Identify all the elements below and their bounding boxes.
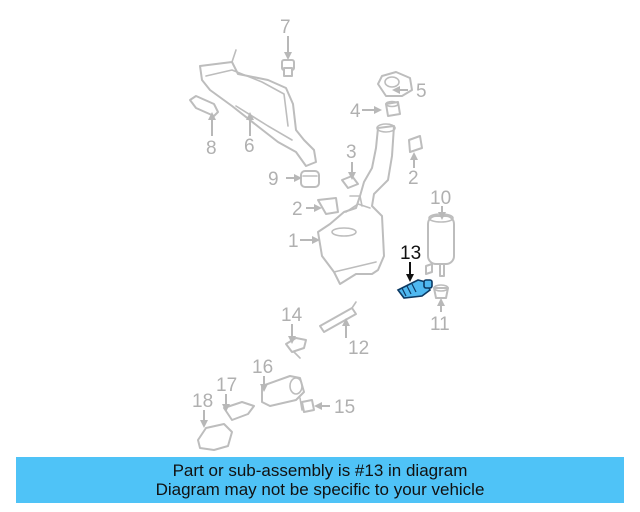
part-18-cover[interactable] bbox=[197, 423, 233, 451]
label-2-lower: 2 bbox=[292, 199, 303, 220]
info-banner: Part or sub-assembly is #13 in diagram D… bbox=[16, 457, 624, 503]
part-14-connector[interactable] bbox=[285, 337, 307, 359]
part-5-cap[interactable] bbox=[377, 71, 413, 97]
part-6-bracket[interactable] bbox=[199, 49, 317, 167]
part-2-clip-upper[interactable] bbox=[408, 135, 423, 153]
part-12-hose[interactable] bbox=[319, 301, 357, 333]
part-10-pump[interactable] bbox=[425, 213, 455, 277]
part-9-grommet[interactable] bbox=[300, 170, 320, 188]
label-13: 13 bbox=[400, 243, 421, 264]
label-2-upper: 2 bbox=[408, 168, 419, 189]
label-18: 18 bbox=[192, 391, 213, 412]
part-15-hose[interactable] bbox=[301, 399, 315, 413]
label-7: 7 bbox=[280, 17, 291, 38]
part-4-seal[interactable] bbox=[385, 100, 401, 117]
part-8-clip[interactable] bbox=[189, 95, 219, 117]
part-1-reservoir[interactable] bbox=[317, 123, 396, 285]
label-4: 4 bbox=[350, 101, 361, 122]
part-17-connector[interactable] bbox=[223, 401, 255, 421]
label-11: 11 bbox=[430, 314, 450, 335]
label-5: 5 bbox=[416, 81, 427, 102]
label-14: 14 bbox=[281, 305, 303, 326]
label-1: 1 bbox=[288, 231, 299, 252]
part-11-grommet[interactable] bbox=[433, 284, 449, 299]
label-15: 15 bbox=[334, 397, 355, 418]
part-labels: 7 5 4 6 8 3 2 9 10 2 1 13 14 11 12 16 17… bbox=[192, 17, 451, 418]
label-12: 12 bbox=[348, 338, 369, 359]
banner-line-1: Part or sub-assembly is #13 in diagram bbox=[172, 461, 468, 480]
label-3: 3 bbox=[346, 142, 357, 163]
banner-line-2: Diagram may not be specific to your vehi… bbox=[155, 480, 485, 499]
part-13-nozzle-highlighted[interactable] bbox=[396, 279, 433, 299]
part-3-clip[interactable] bbox=[341, 175, 359, 189]
leader-lines bbox=[200, 36, 446, 428]
part-16-pump[interactable] bbox=[261, 375, 305, 411]
label-9: 9 bbox=[268, 169, 279, 190]
label-17: 17 bbox=[216, 375, 237, 396]
label-16: 16 bbox=[252, 357, 273, 378]
label-10: 10 bbox=[430, 188, 451, 209]
part-2-clip-lower[interactable] bbox=[317, 197, 339, 215]
label-8: 8 bbox=[206, 138, 217, 159]
part-7-bolt[interactable] bbox=[281, 59, 295, 77]
parts-diagram: 7 5 4 6 8 3 2 9 10 2 1 13 14 11 12 16 17… bbox=[189, 17, 455, 451]
label-6: 6 bbox=[244, 136, 255, 157]
